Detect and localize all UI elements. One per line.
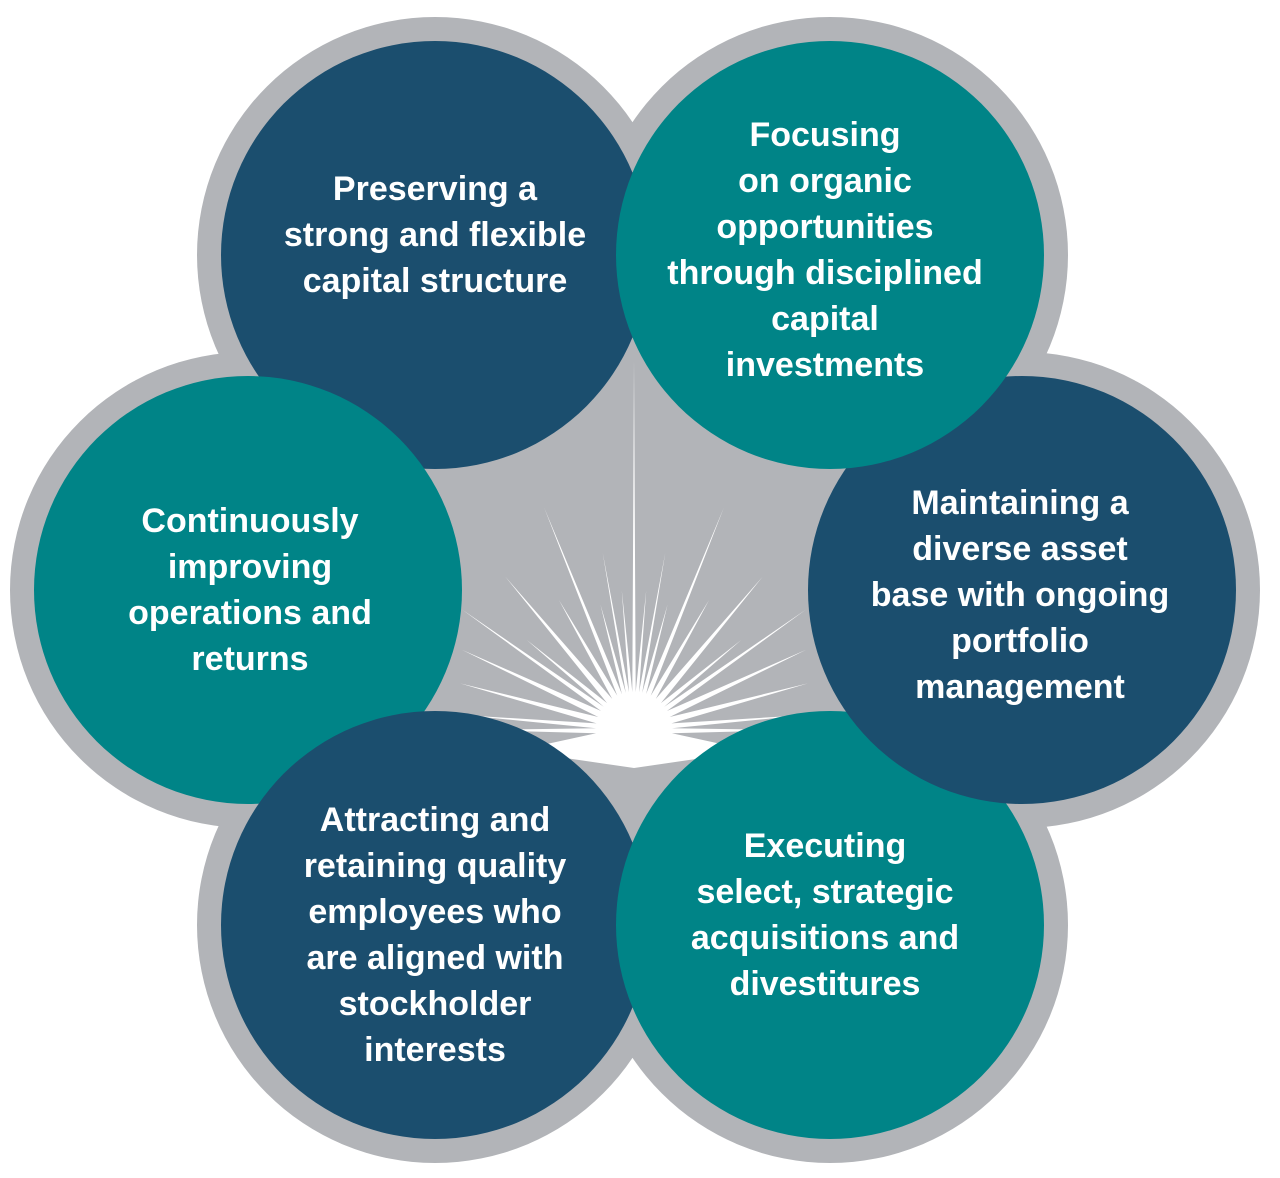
circles [34,41,1236,1139]
circle-organic [616,41,1044,469]
label-organic-opportunities: Focusing on organic opportunities throug… [667,116,983,384]
circle-acquisitions [616,711,1044,1139]
circle-continuous [34,376,462,804]
label-continuous-improvement: Continuously improving operations and re… [128,502,372,678]
circle-employees [221,711,649,1139]
label-capital-structure: Preserving a strong and flexible capital… [283,170,587,300]
label-employees: Attracting and retaining quality employe… [303,801,567,1069]
circle-capital-structure [221,41,649,469]
label-acquisitions: Executing select, strategic acquisitions… [690,827,960,1003]
circle-asset-base [808,376,1236,804]
starburst [460,360,808,768]
label-asset-base: Maintaining a diverse asset base with on… [870,484,1170,706]
